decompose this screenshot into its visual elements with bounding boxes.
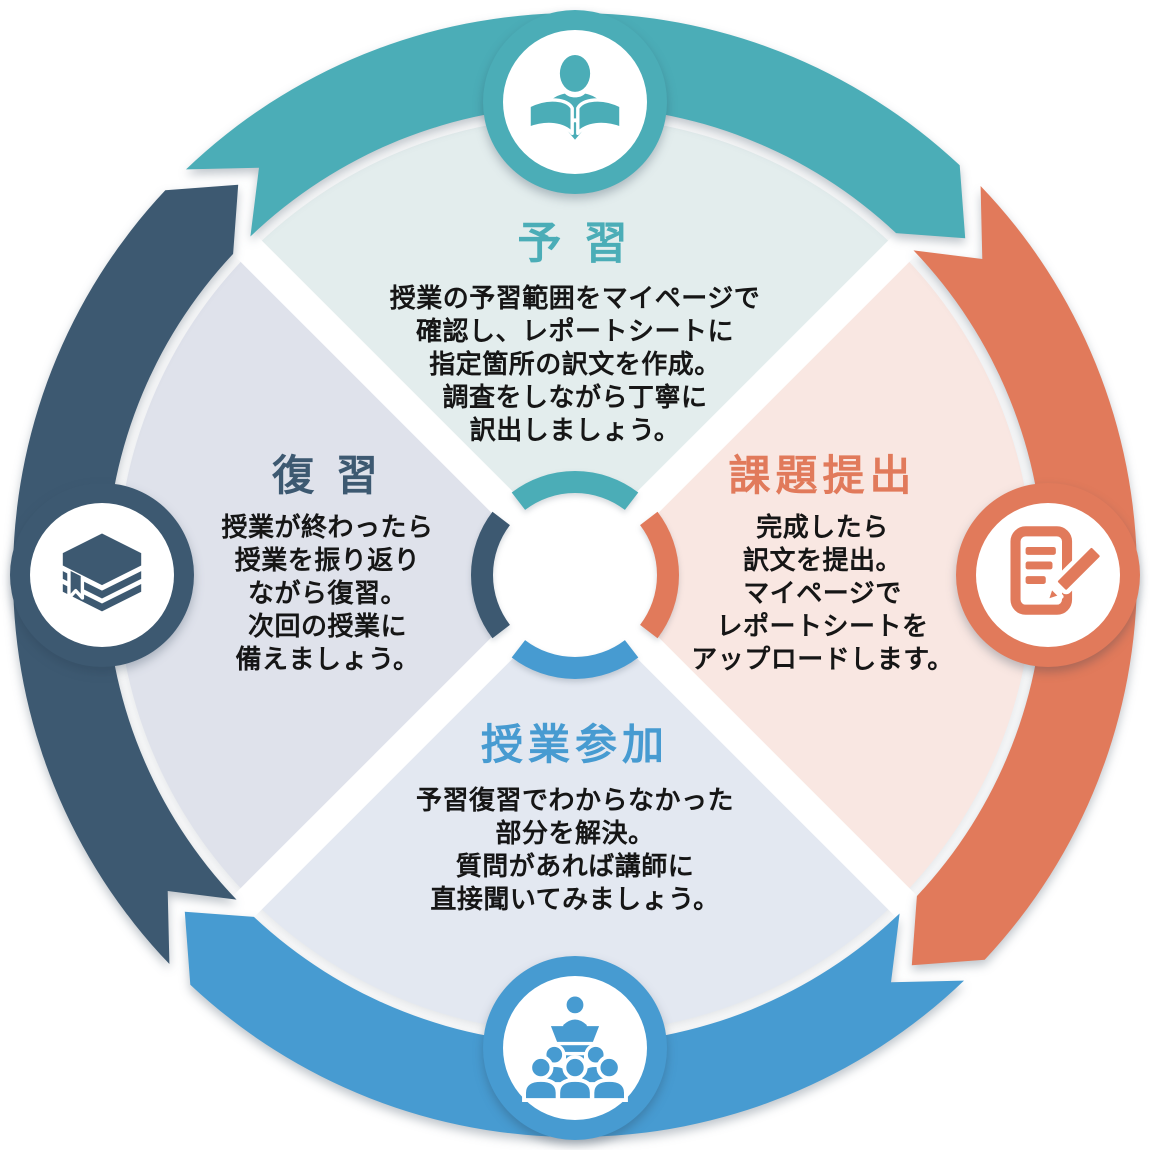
step-description-preparation: 授業の予習範囲をマイページで 確認し、レポートシートに 指定箇所の訳文を作成。 …: [389, 283, 761, 445]
quadrant-backgrounds: [116, 116, 1034, 1034]
icon-medallion-inner-assignment-submission: [976, 503, 1120, 647]
quadrant-separators: [229, 229, 921, 921]
inner-ring-arc-review: [471, 511, 511, 639]
arrow-arc-preparation: [186, 13, 966, 239]
center-hub: [478, 478, 672, 672]
person-reading-book-icon: [527, 54, 623, 145]
step-description-assignment-submission: 完成したら 訳文を提出。 マイページで レポートシートを アップロードします。: [691, 512, 954, 674]
step-title-assignment-submission: 課題提出: [728, 452, 917, 499]
step-assignment-submission: 課題提出 完成したら 訳文を提出。 マイページで レポートシートを アップロード…: [660, 455, 985, 676]
inner-ring: [471, 471, 679, 679]
step-title-class-participation: 授業参加: [480, 721, 669, 768]
step-preparation: 予 習 授業の予習範囲をマイページで 確認し、レポートシートに 指定箇所の訳文を…: [345, 222, 805, 447]
document-pencil-icon: [1010, 526, 1105, 615]
arrow-arc-assignment-submission: [911, 186, 1137, 966]
step-description-review: 授業が終わったら 授業を振り返り ながら復習。 次回の授業に 備えましょう。: [221, 512, 434, 674]
outer-arrow-ring: [13, 13, 1137, 1137]
step-review: 復 習 授業が終わったら 授業を振り返り ながら復習。 次回の授業に 備えましょ…: [165, 455, 490, 676]
quadrant-bg-review: [116, 251, 575, 899]
book-stack-icon: [62, 533, 142, 612]
quadrant-bg-preparation: [251, 116, 899, 576]
arrow-arc-class-participation: [184, 911, 965, 1137]
inner-ring-arc-preparation: [511, 471, 639, 511]
arrow-arc-review: [13, 184, 239, 965]
step-class-participation: 授業参加 予習復習でわからなかった 部分を解決。 質問があれば講師に 直接聞いて…: [345, 724, 805, 916]
lecturer-audience-icon: [522, 996, 628, 1103]
step-title-review: 復 習: [272, 452, 383, 499]
step-icons: [10, 10, 1140, 1140]
step-description-class-participation: 予習復習でわからなかった 部分を解決。 質問があれば講師に 直接聞いてみましょう…: [415, 785, 734, 914]
inner-ring-arc-class-participation: [511, 639, 639, 679]
inner-ring-arc-assignment-submission: [639, 511, 679, 639]
quadrant-bg-class-participation: [251, 575, 899, 1034]
step-title-preparation: 予 習: [517, 219, 633, 268]
quadrant-bg-assignment-submission: [575, 251, 1034, 899]
